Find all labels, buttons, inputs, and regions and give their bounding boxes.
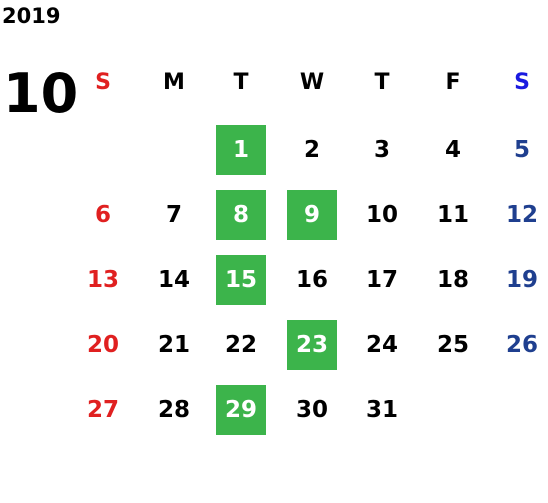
day-cell[interactable]: 7 [165,202,182,228]
day-cell[interactable]: 2 [303,137,320,163]
day-cell[interactable]: 11 [436,202,469,228]
day-cell-highlighted[interactable]: 15 [216,255,266,305]
day-cell[interactable]: 25 [436,332,469,358]
day-cell[interactable]: 31 [365,397,398,423]
weekday-header: M [163,69,185,95]
day-cell[interactable]: 30 [295,397,328,423]
weekday-header: F [445,69,461,95]
day-cell[interactable]: 27 [86,397,119,423]
year-label: 2019 [2,4,61,28]
day-cell[interactable]: 3 [373,137,390,163]
day-cell[interactable]: 26 [505,332,538,358]
day-cell-highlighted[interactable]: 9 [287,190,337,240]
day-cell[interactable]: 22 [224,332,257,358]
month-number: 10 [3,62,79,125]
weekday-header: S [95,69,111,95]
day-cell-highlighted[interactable]: 23 [287,320,337,370]
day-cell[interactable]: 4 [444,137,461,163]
day-cell-highlighted[interactable]: 29 [216,385,266,435]
day-cell[interactable]: 17 [365,267,398,293]
weekday-header: W [299,69,325,95]
day-cell[interactable]: 14 [157,267,190,293]
day-cell[interactable]: 20 [86,332,119,358]
day-cell[interactable]: 6 [94,202,111,228]
day-cell[interactable]: 5 [513,137,530,163]
weekday-header: T [374,69,390,95]
day-cell[interactable]: 10 [365,202,398,228]
day-cell[interactable]: 13 [86,267,119,293]
weekday-header: T [233,69,249,95]
day-cell[interactable]: 18 [436,267,469,293]
day-cell-highlighted[interactable]: 8 [216,190,266,240]
day-cell-highlighted[interactable]: 1 [216,125,266,175]
day-cell[interactable]: 24 [365,332,398,358]
day-cell[interactable]: 16 [295,267,328,293]
day-cell[interactable]: 12 [505,202,538,228]
day-cell[interactable]: 21 [157,332,190,358]
weekday-header: S [514,69,530,95]
day-cell[interactable]: 19 [505,267,538,293]
day-cell[interactable]: 28 [157,397,190,423]
